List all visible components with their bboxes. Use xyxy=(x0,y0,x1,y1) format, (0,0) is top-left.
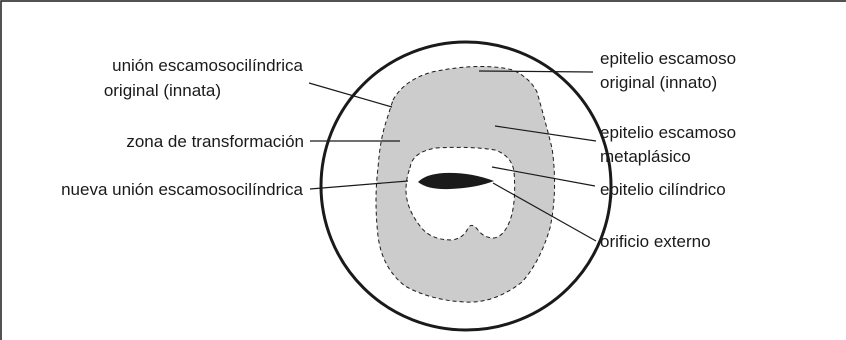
label-new-scj: nueva unión escamosocilíndrica xyxy=(61,180,303,199)
label-original-squamous-line1: epitelio escamoso xyxy=(600,49,736,68)
label-transformation-zone: zona de transformación xyxy=(126,132,304,151)
label-original-scj-line1: unión escamosocilíndrica xyxy=(112,56,303,75)
label-columnar-epithelium: epitelio cilíndrico xyxy=(600,180,726,199)
label-metaplastic-squamous-line2: metaplásico xyxy=(600,147,691,166)
label-original-scj-line2: original (innata) xyxy=(104,81,221,100)
label-metaplastic-squamous-line1: epitelio escamoso xyxy=(600,123,736,142)
columnar-epithelium-region xyxy=(406,147,515,240)
label-original-squamous-line2: original (innato) xyxy=(600,73,717,92)
label-external-os: orificio externo xyxy=(600,232,711,251)
